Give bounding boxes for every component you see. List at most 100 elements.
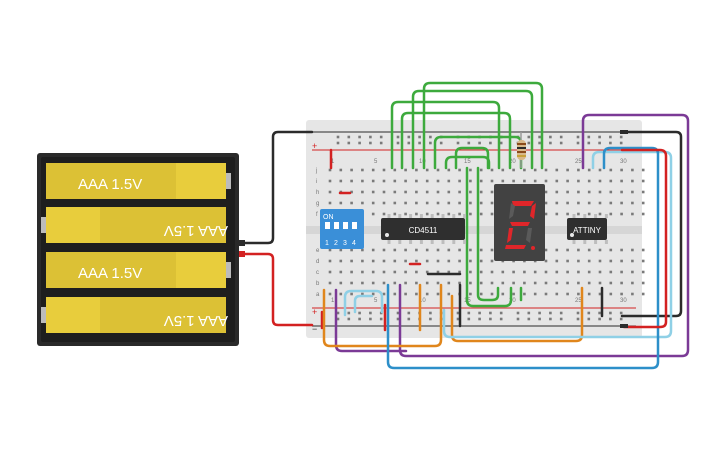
breadboard-hole[interactable] xyxy=(393,168,397,172)
breadboard-hole[interactable] xyxy=(361,270,364,274)
breadboard-hole[interactable] xyxy=(566,292,569,296)
breadboard-hole[interactable] xyxy=(555,281,559,285)
breadboard-hole[interactable] xyxy=(512,292,515,296)
breadboard-hole[interactable] xyxy=(382,179,386,183)
breadboard-hole[interactable] xyxy=(407,141,411,145)
breadboard-hole[interactable] xyxy=(609,270,613,274)
breadboard-hole[interactable] xyxy=(328,259,332,263)
breadboard-hole[interactable] xyxy=(382,259,386,263)
breadboard-hole[interactable] xyxy=(425,168,429,172)
breadboard-hole[interactable] xyxy=(339,292,343,296)
breadboard-hole[interactable] xyxy=(358,317,361,321)
breadboard-hole[interactable] xyxy=(620,292,623,296)
breadboard-hole[interactable] xyxy=(598,190,602,194)
breadboard-hole[interactable] xyxy=(336,311,340,315)
breadboard-hole[interactable] xyxy=(447,190,451,194)
seven-segment-display[interactable] xyxy=(494,184,545,261)
breadboard-hole[interactable] xyxy=(479,168,483,172)
breadboard-hole[interactable] xyxy=(544,212,548,216)
breadboard-hole[interactable] xyxy=(436,270,440,274)
breadboard-hole[interactable] xyxy=(549,141,552,145)
breadboard-hole[interactable] xyxy=(501,168,505,172)
breadboard-hole[interactable] xyxy=(555,179,559,183)
breadboard-hole[interactable] xyxy=(469,270,472,274)
breadboard-hole[interactable] xyxy=(425,179,429,183)
breadboard-hole[interactable] xyxy=(501,270,505,274)
breadboard-hole[interactable] xyxy=(587,292,591,296)
breadboard-hole[interactable] xyxy=(429,317,432,321)
decoder-chip[interactable]: CD4511 xyxy=(381,214,467,244)
breadboard-hole[interactable] xyxy=(576,311,580,315)
breadboard-hole[interactable] xyxy=(379,135,383,139)
breadboard-hole[interactable] xyxy=(458,212,461,216)
breadboard-hole[interactable] xyxy=(566,190,569,194)
breadboard-hole[interactable] xyxy=(533,168,537,172)
breadboard-hole[interactable] xyxy=(587,259,591,263)
breadboard-hole[interactable] xyxy=(339,201,343,205)
breadboard-hole[interactable] xyxy=(501,281,505,285)
breadboard-hole[interactable] xyxy=(609,190,613,194)
breadboard-hole[interactable] xyxy=(436,190,440,194)
breadboard-hole[interactable] xyxy=(371,259,375,263)
breadboard-hole[interactable] xyxy=(566,201,569,205)
breadboard-hole[interactable] xyxy=(631,190,634,194)
breadboard-hole[interactable] xyxy=(538,141,541,145)
breadboard-hole[interactable] xyxy=(429,311,432,315)
breadboard-hole[interactable] xyxy=(512,179,515,183)
breadboard-hole[interactable] xyxy=(490,248,494,252)
breadboard-hole[interactable] xyxy=(490,270,494,274)
wire-green[interactable] xyxy=(465,166,513,308)
breadboard-hole[interactable] xyxy=(631,270,634,274)
breadboard-hole[interactable] xyxy=(523,168,526,172)
breadboard-hole[interactable] xyxy=(328,201,332,205)
breadboard-hole[interactable] xyxy=(609,201,613,205)
breadboard-hole[interactable] xyxy=(458,190,461,194)
breadboard-hole[interactable] xyxy=(404,190,407,194)
breadboard-hole[interactable] xyxy=(478,317,481,321)
breadboard-hole[interactable] xyxy=(350,190,353,194)
breadboard-hole[interactable] xyxy=(527,311,531,315)
breadboard-hole[interactable] xyxy=(396,135,400,139)
breadboard-hole[interactable] xyxy=(369,317,372,321)
breadboard-hole[interactable] xyxy=(516,311,520,315)
breadboard-hole[interactable] xyxy=(418,135,421,139)
breadboard-hole[interactable] xyxy=(587,179,591,183)
breadboard-hole[interactable] xyxy=(350,168,353,172)
breadboard-hole[interactable] xyxy=(369,135,372,139)
breadboard-hole[interactable] xyxy=(404,212,407,216)
breadboard-hole[interactable] xyxy=(328,270,332,274)
breadboard-hole[interactable] xyxy=(339,259,343,263)
breadboard-hole[interactable] xyxy=(490,259,494,263)
breadboard-hole[interactable] xyxy=(425,281,429,285)
dip-switch[interactable]: ON 1 2 3 4 xyxy=(320,209,364,249)
breadboard-hole[interactable] xyxy=(328,292,332,296)
breadboard-hole[interactable] xyxy=(609,292,613,296)
breadboard-hole[interactable] xyxy=(469,179,472,183)
breadboard-hole[interactable] xyxy=(533,281,537,285)
breadboard-hole[interactable] xyxy=(382,248,386,252)
wire-blue[interactable] xyxy=(386,146,660,370)
breadboard-hole[interactable] xyxy=(566,248,569,252)
breadboard-hole[interactable] xyxy=(415,190,418,194)
breadboard-hole[interactable] xyxy=(447,292,451,296)
wire-red[interactable] xyxy=(243,252,314,327)
breadboard-hole[interactable] xyxy=(479,292,483,296)
breadboard-hole[interactable] xyxy=(328,281,332,285)
breadboard-hole[interactable] xyxy=(499,311,503,315)
breadboard-hole[interactable] xyxy=(447,179,451,183)
breadboard-hole[interactable] xyxy=(415,292,418,296)
breadboard-hole[interactable] xyxy=(641,248,645,252)
breadboard-hole[interactable] xyxy=(533,292,537,296)
breadboard-hole[interactable] xyxy=(641,259,645,263)
breadboard-hole[interactable] xyxy=(566,281,569,285)
breadboard-hole[interactable] xyxy=(347,135,351,139)
battery-positive-terminal[interactable] xyxy=(239,251,245,257)
breadboard-hole[interactable] xyxy=(425,259,429,263)
breadboard-hole[interactable] xyxy=(361,190,364,194)
breadboard-hole[interactable] xyxy=(544,259,548,263)
breadboard-hole[interactable] xyxy=(469,248,472,252)
breadboard-hole[interactable] xyxy=(544,190,548,194)
breadboard-hole[interactable] xyxy=(620,201,623,205)
breadboard-hole[interactable] xyxy=(447,201,451,205)
breadboard-hole[interactable] xyxy=(641,168,645,172)
